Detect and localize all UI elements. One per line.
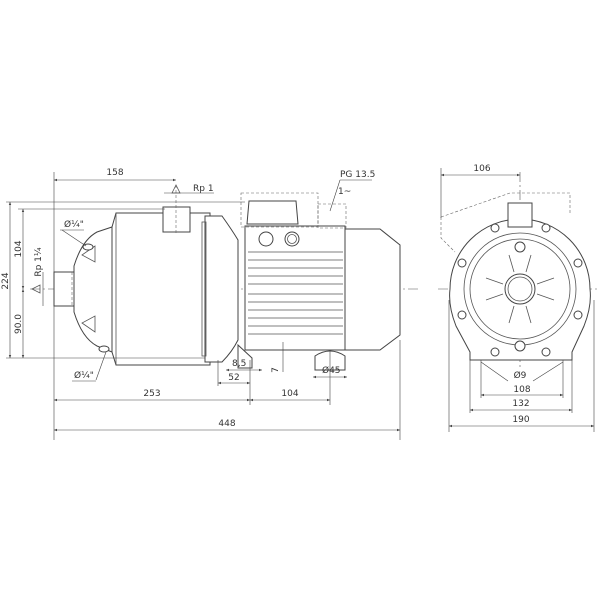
- cooling-fins: [248, 251, 343, 335]
- plug-top-label: Ø¼": [64, 219, 84, 230]
- plug-bottom-label: Ø¼": [74, 370, 94, 381]
- inlet-nozzle: [53, 271, 75, 307]
- dim-90: 90.0: [14, 314, 24, 334]
- pump-housing: [111, 212, 211, 366]
- outlet-thread-label: Rp 1: [193, 184, 214, 194]
- dim-132: 132: [512, 399, 529, 409]
- flange-foot: [237, 343, 253, 369]
- fan-cover: [344, 228, 401, 351]
- phase-label: 1~: [338, 187, 351, 197]
- dim-7: 7: [271, 367, 281, 373]
- dim-d45: Ø45: [322, 365, 341, 376]
- dim-d9: Ø9: [514, 370, 527, 381]
- motor-flange: [204, 215, 239, 363]
- inlet-port: [504, 273, 536, 305]
- bolt-holes: [457, 223, 583, 357]
- dim-448: 448: [218, 419, 235, 429]
- dim-104-horizontal: 104: [281, 389, 298, 399]
- discharge-nozzle: [162, 206, 191, 233]
- side-view: 158 Rp 1 224 104 90.0 Rp 1¼ Ø¼" Ø¼" 8,5 …: [1, 168, 420, 440]
- discharge-front: [507, 202, 533, 228]
- inlet-flow-arrow-icon: [31, 284, 41, 294]
- dim-104-vertical: 104: [14, 240, 24, 257]
- terminal-box: [246, 200, 299, 225]
- gland-hole: [258, 231, 274, 247]
- dim-8-5: 8,5: [232, 359, 246, 369]
- cable-gland-label: PG 13.5: [340, 170, 375, 180]
- dim-190: 190: [512, 415, 529, 425]
- front-view: 106 Ø9 108 132 190: [438, 164, 600, 432]
- dim-108: 108: [513, 385, 530, 395]
- plug-bottom: [98, 345, 110, 353]
- cable-gland: [284, 231, 300, 247]
- dim-106: 106: [473, 164, 490, 174]
- dim-158: 158: [106, 168, 123, 178]
- drain-plug: [514, 340, 526, 352]
- impeller-cover: [469, 238, 571, 340]
- inlet-thread-label: Rp 1¼: [34, 247, 44, 277]
- dim-52: 52: [228, 373, 239, 383]
- dim-253: 253: [143, 389, 160, 399]
- guide-vanes: [485, 254, 555, 324]
- vent-plug: [514, 241, 526, 253]
- dim-224: 224: [1, 272, 11, 289]
